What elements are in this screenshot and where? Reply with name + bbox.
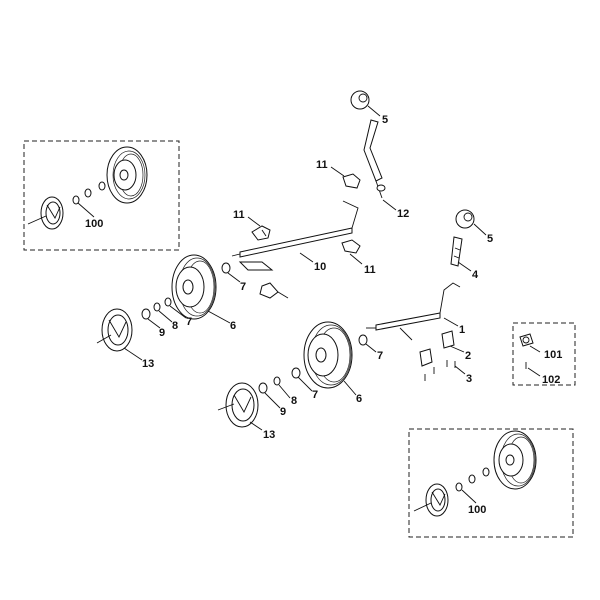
inset-box-bottom-right [408,428,574,538]
callout-11-upper: 11 [316,159,328,171]
bushing-part-7-lower-right [291,367,301,379]
callout-100-bottom: 100 [468,504,486,516]
front-axle-part-1 [366,282,461,341]
callout-10: 10 [314,261,326,273]
callout-5-upper: 5 [382,114,388,126]
inset-hubcap-bottom-right [413,483,449,517]
inset-hubcap-top-left [27,196,64,230]
inset-washers-bottom-right [455,467,490,492]
callout-1: 1 [459,324,465,336]
callout-4: 4 [472,269,479,281]
screws-part-3 [424,360,456,381]
front-wheel-part-6-right [303,321,353,389]
inset-washers-top-left [72,181,106,205]
axle-clip-lower [259,282,289,299]
bushing-part-7-lower-left [164,297,172,307]
inset-wheel-bottom-right [493,430,537,490]
callout-9-right: 9 [280,406,286,418]
washer-part-9-right [258,382,268,394]
inset-box-top-left [23,140,180,251]
rear-wheel-part-6-left [171,254,217,320]
callout-7-lower-left: 7 [186,316,192,328]
callout-12: 12 [397,208,409,220]
washer-part-9-left [141,308,151,320]
callout-11-lower: 11 [364,264,376,276]
axle-bracket-part-11-a [251,225,271,241]
bushing-part-7-upper-left [221,262,231,274]
callout-7-upper-right: 7 [377,350,383,362]
washer-part-8-right [273,376,281,386]
callout-6-left: 6 [230,320,236,332]
callout-9-left: 9 [159,327,165,339]
rear-axle-rod-part-10 [231,200,359,271]
callout-6-right: 6 [356,393,362,405]
callout-13-right: 13 [263,429,275,441]
callout-3: 3 [466,373,472,385]
height-lever-part-12 [363,119,386,199]
callout-13-left: 13 [142,358,154,370]
callout-5-right: 5 [487,233,493,245]
callout-11-left: 11 [233,209,245,221]
callout-100-top: 100 [85,218,103,230]
callout-8-left: 8 [172,320,178,332]
axle-bracket-part-11-c [341,239,361,254]
callout-7-upper-left: 7 [240,281,246,293]
callout-2: 2 [465,350,471,362]
bushing-part-7-upper-right [358,334,368,346]
callout-7-lower-right: 7 [312,389,318,401]
inset-box-small-right [512,322,576,386]
knob-part-5-upper [350,90,370,110]
hubcap-part-13-left [96,308,133,352]
washer-part-8-left [153,302,161,312]
lever-part-4 [450,236,463,267]
leader-lines [123,105,541,431]
clip-part-101 [519,333,534,347]
hubcap-part-13-right [217,382,259,428]
callout-102: 102 [542,374,560,386]
axle-bracket-part-11-b [342,173,361,189]
knob-part-5-right [455,209,475,229]
inset-wheel-top-left [106,146,148,204]
callout-101: 101 [544,349,562,361]
clip-part-2 [419,330,455,367]
callout-8-right: 8 [291,395,297,407]
